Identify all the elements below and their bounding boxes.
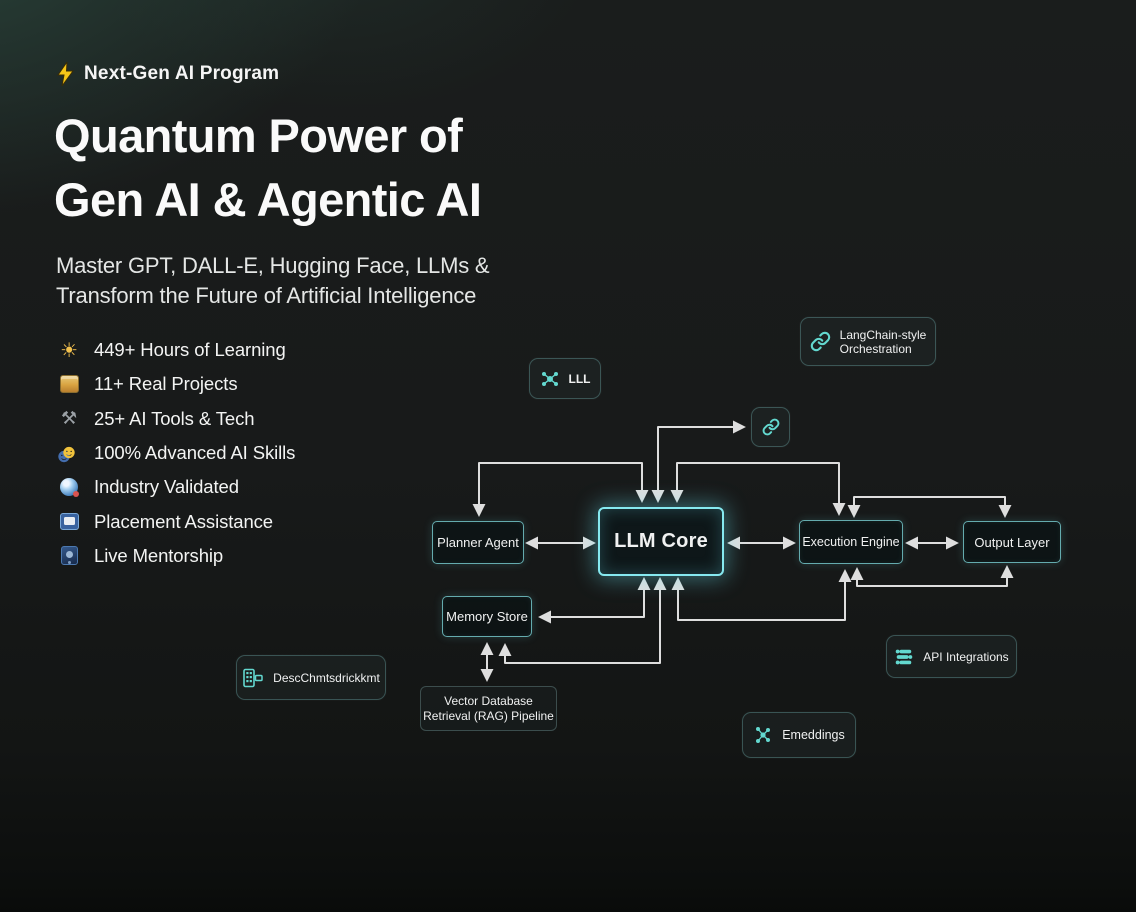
node-label: Memory Store xyxy=(446,609,528,624)
node-label-line2: Orchestration xyxy=(839,341,912,356)
node-llm-core: LLM Core xyxy=(598,507,724,576)
node-link-chip xyxy=(751,407,790,447)
feature-label: Industry Validated xyxy=(94,476,239,498)
feature-label: Live Mentorship xyxy=(94,544,224,566)
page-title: Quantum Power of Gen AI & Agentic AI xyxy=(54,104,482,232)
smiley-icon: ☻ xyxy=(59,442,79,464)
feature-label: 449+ Hours of Learning xyxy=(94,339,286,361)
title-line-2: Gen AI & Agentic AI xyxy=(54,173,482,226)
node-label-line1: LangChain-style xyxy=(839,327,927,342)
node-label-line2: Retrieval (RAG) Pipeline xyxy=(423,708,554,723)
lightning-icon xyxy=(57,62,74,86)
node-label: Output Layer xyxy=(974,534,1050,550)
sun-icon: ☀ xyxy=(60,339,78,362)
feature-list: ☀ 449+ Hours of Learning 11+ Real Projec… xyxy=(57,333,295,573)
network-icon xyxy=(541,371,558,386)
connector-llm-exec-top xyxy=(670,462,846,516)
node-label: Execution Engine xyxy=(802,535,900,549)
connector-llm-memory xyxy=(538,577,651,624)
monitor-icon xyxy=(59,513,79,531)
node-label: LLM Core xyxy=(614,530,708,552)
node-memory-store: Memory Store xyxy=(442,596,532,637)
node-execution-engine: Execution Engine xyxy=(799,520,903,564)
chain-link-icon xyxy=(810,331,830,352)
title-line-1: Quantum Power of xyxy=(54,109,463,162)
subtitle-line-2: Transform the Future of Artificial Intel… xyxy=(56,283,477,308)
node-api-integrations: API Integrations xyxy=(886,635,1017,678)
globe-icon xyxy=(60,478,79,498)
node-langchain-orchestration: LangChain-style Orchestration xyxy=(800,317,936,366)
list-item: 11+ Real Projects xyxy=(57,367,295,401)
feature-label: Placement Assistance xyxy=(94,510,273,532)
connector-exec-output-bottom xyxy=(850,565,1014,587)
node-embeddings: Emeddings xyxy=(742,712,856,758)
page-subtitle: Master GPT, DALL-E, Hugging Face, LLMs &… xyxy=(56,251,490,311)
api-icon xyxy=(896,649,913,664)
node-label: Emeddings xyxy=(782,728,845,742)
list-item: ☻ 100% Advanced AI Skills xyxy=(57,436,295,470)
node-label: DescChmtsdrickkmt xyxy=(273,670,380,685)
node-label: LLL xyxy=(568,371,591,386)
list-item: Placement Assistance xyxy=(57,504,295,538)
node-label: API Integrations xyxy=(923,649,1009,664)
chain-link-icon xyxy=(762,418,779,436)
subtitle-line-1: Master GPT, DALL-E, Hugging Face, LLMs & xyxy=(56,253,490,278)
mentor-icon xyxy=(60,546,78,566)
program-badge: Next-Gen AI Program xyxy=(57,62,279,86)
list-item: Live Mentorship xyxy=(57,539,295,573)
building-icon xyxy=(243,668,263,687)
connector-llm-linkchip xyxy=(651,420,746,503)
node-planner-agent: Planner Agent xyxy=(432,521,524,564)
list-item: ☀ 449+ Hours of Learning xyxy=(57,333,295,367)
wrench-icon: ⚒ xyxy=(60,408,78,429)
badge-label: Next-Gen AI Program xyxy=(84,63,280,84)
node-doc-chunking: DescChmtsdrickkmt xyxy=(236,655,386,700)
node-label-line1: Vector Database xyxy=(444,693,533,708)
node-output-layer: Output Layer xyxy=(963,521,1061,563)
feature-label: 25+ AI Tools & Tech xyxy=(94,407,255,429)
connector-llm-exec-bottom xyxy=(671,569,852,621)
network-icon xyxy=(756,727,771,743)
feature-label: 100% Advanced AI Skills xyxy=(94,442,296,464)
list-item: ⚒ 25+ AI Tools & Tech xyxy=(57,402,295,436)
list-item: Industry Validated xyxy=(57,470,295,504)
feature-label: 11+ Real Projects xyxy=(94,373,238,395)
node-llm-chip: LLL xyxy=(529,358,601,399)
node-vector-database: Vector Database Retrieval (RAG) Pipeline xyxy=(420,686,557,731)
node-label: Planner Agent xyxy=(437,535,519,550)
connector-exec-output-top xyxy=(847,496,1012,518)
connector-llm-memory-loop xyxy=(498,577,667,664)
notepad-icon xyxy=(59,375,79,394)
connector-planner-top-loop xyxy=(472,462,649,517)
